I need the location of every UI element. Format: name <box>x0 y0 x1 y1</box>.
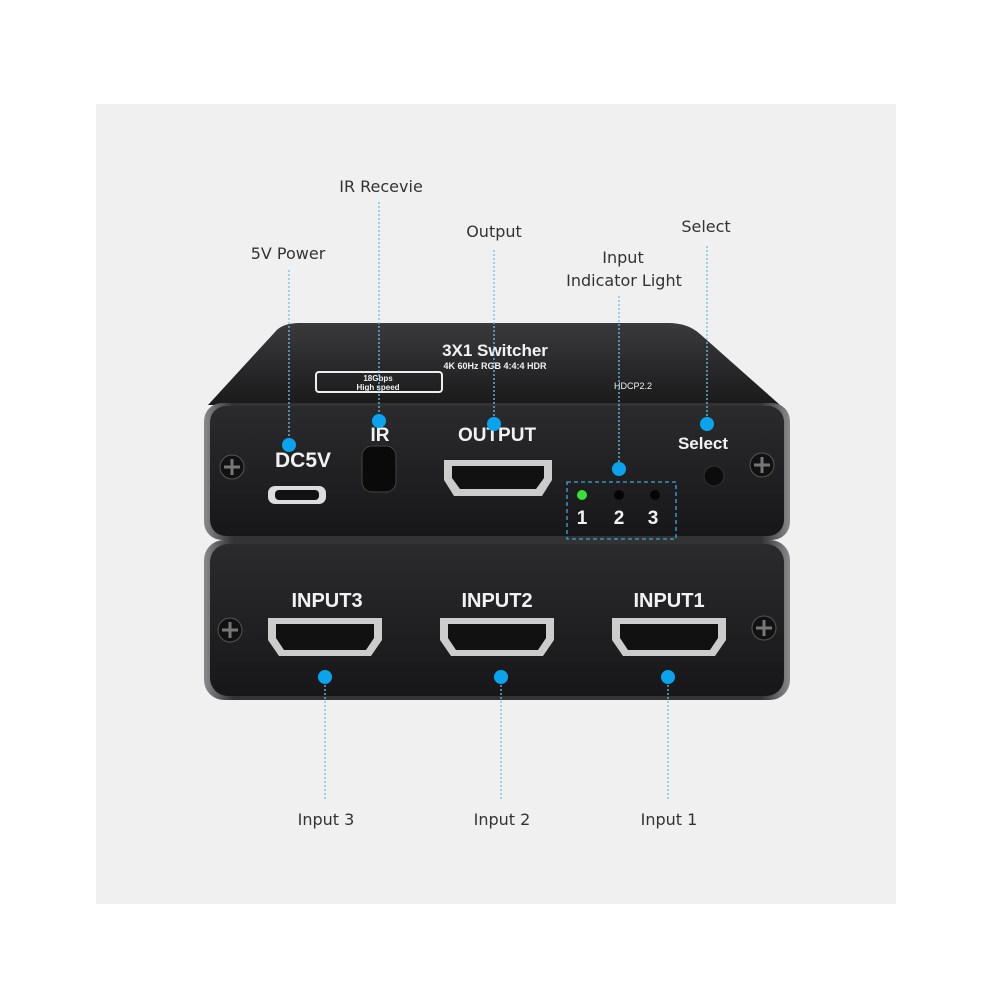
led-1-on <box>577 490 587 500</box>
input1-label: INPUT1 <box>633 590 704 612</box>
hdcp-label: HDCP2.2 <box>614 381 652 391</box>
callouts: IR Recevie 5V Power Output Input Indicat… <box>251 177 731 829</box>
input3-label: INPUT3 <box>291 590 362 612</box>
led-1-number: 1 <box>577 508 588 529</box>
led-2-off <box>614 490 624 500</box>
device-subtitle: 4K 60Hz RGB 4:4:4 HDR <box>443 361 547 371</box>
callout-dot <box>372 414 386 428</box>
callout-dot <box>282 438 296 452</box>
callout-input2: Input 2 <box>474 810 531 829</box>
switcher-bottom-unit: INPUT3 INPUT2 INPUT1 <box>204 540 790 700</box>
callout-dot <box>661 670 675 684</box>
switcher-top-unit: 3X1 Switcher 4K 60Hz RGB 4:4:4 HDR 18Gbp… <box>204 323 790 540</box>
callout-dot <box>318 670 332 684</box>
output-label: OUTPUT <box>458 425 537 446</box>
led-3-number: 3 <box>648 508 659 529</box>
callout-dot <box>494 670 508 684</box>
dc5v-label: DC5V <box>275 449 331 472</box>
indicator-highlight-box <box>566 481 677 540</box>
ir-label: IR <box>371 425 390 446</box>
input2-label: INPUT2 <box>461 590 532 612</box>
callout-indicator-line2: Indicator Light <box>566 271 682 290</box>
select-button[interactable] <box>703 465 725 487</box>
callout-ir: IR Recevie <box>339 177 423 196</box>
callout-power: 5V Power <box>251 244 326 263</box>
callout-select: Select <box>681 217 730 236</box>
badge-line1: 18Gbps <box>363 374 393 383</box>
callout-indicator-line1: Input <box>602 248 643 267</box>
callout-dot <box>612 462 626 476</box>
ir-receiver <box>361 445 397 493</box>
callout-input1: Input 1 <box>641 810 698 829</box>
badge-line2: High speed <box>356 383 399 392</box>
callout-output: Output <box>466 222 522 241</box>
callout-input3: Input 3 <box>298 810 355 829</box>
select-label: Select <box>678 434 728 453</box>
led-3-off <box>650 490 660 500</box>
callout-dot <box>700 417 714 431</box>
device-title: 3X1 Switcher <box>442 341 548 360</box>
led-2-number: 2 <box>614 508 625 529</box>
callout-dot <box>487 417 501 431</box>
